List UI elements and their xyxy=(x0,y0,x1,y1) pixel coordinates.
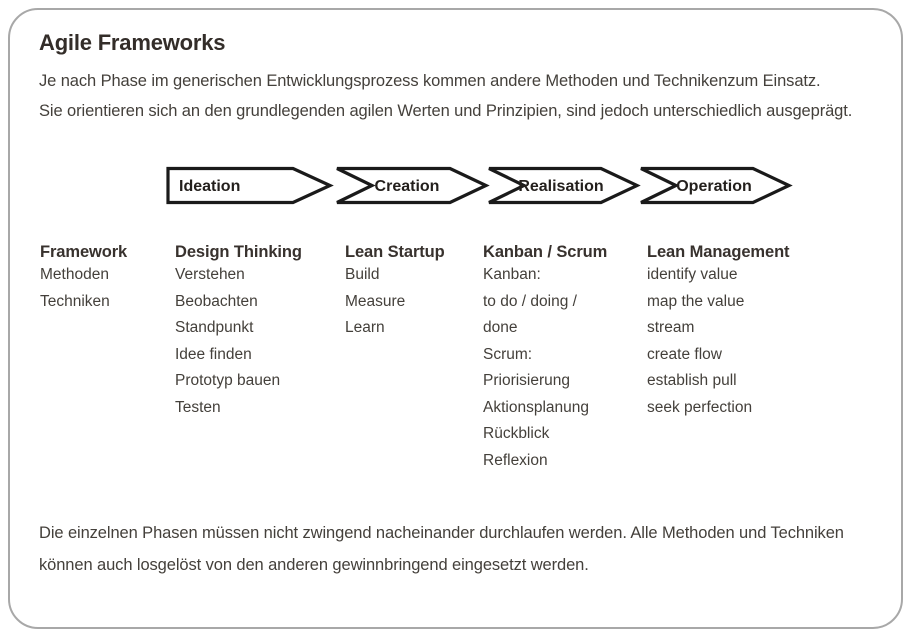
method-item: Standpunkt xyxy=(175,319,254,336)
row-label: Methoden xyxy=(40,266,109,283)
column-header-framework: Framework xyxy=(40,243,128,261)
method-item: Kanban: xyxy=(483,266,541,283)
method-item: to do / doing / xyxy=(483,292,577,310)
footer-line-1: Die einzelnen Phasen müssen nicht zwinge… xyxy=(39,524,844,542)
method-item: Learn xyxy=(345,319,385,336)
row-label: Techniken xyxy=(40,292,110,310)
method-item: create flow xyxy=(647,345,722,363)
column-header-kanban-scrum: Kanban / Scrum xyxy=(483,243,608,261)
method-item: Aktionsplanung xyxy=(483,398,589,416)
agile-frameworks-card xyxy=(8,8,903,629)
method-item: Rückblick xyxy=(483,425,550,442)
method-item: Scrum: xyxy=(483,345,533,363)
footer-line-2: können auch losgelöst von den anderen ge… xyxy=(39,555,589,574)
method-item: map the value xyxy=(647,292,745,310)
column-lean-management: Lean Management identify value map the va… xyxy=(647,242,790,421)
method-item: establish pull xyxy=(647,372,737,389)
column-header-design-thinking: Design Thinking xyxy=(175,243,302,261)
method-item: seek perfection xyxy=(647,398,753,416)
footer-note: Die einzelnen Phasen müssen nicht zwinge… xyxy=(39,518,844,581)
page-title: Agile Frameworks xyxy=(39,30,226,55)
method-item: Beobachten xyxy=(175,292,258,310)
method-item: Priorisierung xyxy=(483,372,571,389)
intro-paragraph: Je nach Phase im generischen Entwicklung… xyxy=(39,66,852,126)
intro-line-2: Sie orientieren sich an den grundlegende… xyxy=(39,102,853,120)
method-item: stream xyxy=(647,319,695,336)
column-header-lean-startup: Lean Startup xyxy=(345,243,445,261)
method-item: identify value xyxy=(647,266,738,283)
column-header-lean-management: Lean Management xyxy=(647,243,790,261)
intro-line-1: Je nach Phase im generischen Entwicklung… xyxy=(39,72,821,90)
method-item: Testen xyxy=(175,398,221,416)
method-item: Build xyxy=(345,266,380,283)
column-kanban-scrum: Kanban / Scrum Kanban: to do / doing / don… xyxy=(483,242,607,474)
method-item: Prototyp bauen xyxy=(175,372,281,389)
lean-management-items: identify value map the value stream create … xyxy=(647,262,789,421)
method-item: Measure xyxy=(345,292,406,310)
method-item: Idee finden xyxy=(175,345,252,363)
method-item: done xyxy=(483,319,518,336)
method-item: Reflexion xyxy=(483,451,548,469)
method-item: Verstehen xyxy=(175,266,245,283)
